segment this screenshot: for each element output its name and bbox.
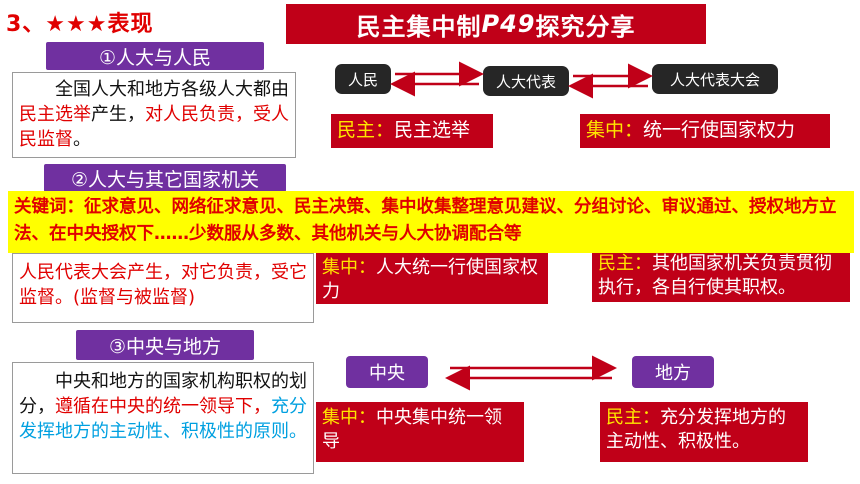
section3-text-blue: 充分发挥地方的主动性、积极性的原则。 bbox=[19, 396, 307, 442]
section3-tag: ③中央与地方 bbox=[76, 330, 254, 360]
section1-text-p2: 产生， bbox=[91, 104, 145, 125]
section1-text-red2: 对人民负责，受人民监督 bbox=[19, 104, 289, 150]
node-deputies: 人大代表 bbox=[483, 66, 569, 96]
section1-centralism-box: 集中：统一行使国家权力 bbox=[580, 114, 830, 148]
section1-text-red1: 民主选举 bbox=[19, 104, 91, 125]
section3-text-p1: 中央和地方的国家机构职权的划分， bbox=[19, 371, 307, 417]
node-people: 人民 bbox=[335, 64, 391, 94]
title-main: 民主集中制 bbox=[356, 12, 482, 41]
keywords-banner: 关键词：征求意见、网络征求意见、民主决策、集中收集整理意见建议、分组讨论、审议通… bbox=[8, 191, 854, 253]
section1-text: 全国人大和地方各级人大都由民主选举产生，对人民负责，受人民监督。 bbox=[12, 72, 296, 158]
democracy-text: 民主选举 bbox=[394, 119, 471, 141]
section2-text: 人民代表大会产生，对它负责，受它监督。(监督与被监督) bbox=[12, 253, 314, 323]
arrow-people-to-deputies bbox=[390, 61, 484, 97]
title-page: P49 bbox=[481, 10, 536, 38]
democracy-text: 其他国家机关负责贯彻执行，各自行使其职权。 bbox=[598, 253, 832, 298]
centralism-text: 统一行使国家权力 bbox=[643, 119, 796, 141]
section2-text-bracket: (监督与被监督) bbox=[73, 287, 196, 308]
section3-democracy-box: 民主：充分发挥地方的主动性、积极性。 bbox=[600, 402, 808, 462]
section3-centralism-box: 集中：中央集中统一领导 bbox=[316, 402, 524, 462]
democracy-text: 充分发挥地方的主动性、积极性。 bbox=[606, 407, 786, 452]
arrow-center-to-local bbox=[445, 355, 617, 391]
node-congress: 人大代表大会 bbox=[652, 64, 778, 94]
section2-centralism-box: 集中：人大统一行使国家权力 bbox=[316, 244, 548, 304]
centralism-label: 集中： bbox=[322, 257, 376, 278]
centralism-text: 中央集中统一领导 bbox=[322, 407, 502, 452]
section2-democracy-box: 民主：其他国家机关负责贯彻执行，各自行使其职权。 bbox=[592, 244, 850, 302]
section1-democracy-box: 民主：民主选举 bbox=[331, 114, 493, 148]
democracy-label: 民主： bbox=[598, 253, 652, 274]
section1-tag: ①人大与人民 bbox=[46, 42, 264, 70]
centralism-text: 人大统一行使国家权力 bbox=[322, 257, 538, 302]
node-center: 中央 bbox=[346, 356, 428, 388]
centralism-label: 集中： bbox=[322, 407, 376, 428]
arrow-deputies-to-congress bbox=[568, 63, 653, 99]
section2-text-red: 人民代表大会产生，对它负责，受它监督。 bbox=[19, 262, 307, 308]
section1-text-p3: 。 bbox=[73, 129, 91, 150]
title-suffix: 探究分享 bbox=[535, 12, 636, 41]
section3-text: 中央和地方的国家机构职权的划分，遵循在中央的统一领导下，充分发挥地方的主动性、积… bbox=[12, 362, 314, 474]
section1-text-p1: 全国人大和地方各级人大都由 bbox=[55, 79, 289, 100]
section2-tag: ②人大与其它国家机关 bbox=[44, 164, 286, 192]
centralism-label: 集中： bbox=[586, 119, 644, 141]
section-heading: 3、★★★表现 bbox=[6, 12, 154, 37]
democracy-label: 民主： bbox=[606, 407, 660, 428]
section3-text-red: 遵循在中央的统一领导下， bbox=[55, 396, 271, 417]
node-local: 地方 bbox=[632, 356, 714, 388]
democracy-label: 民主： bbox=[337, 119, 395, 141]
